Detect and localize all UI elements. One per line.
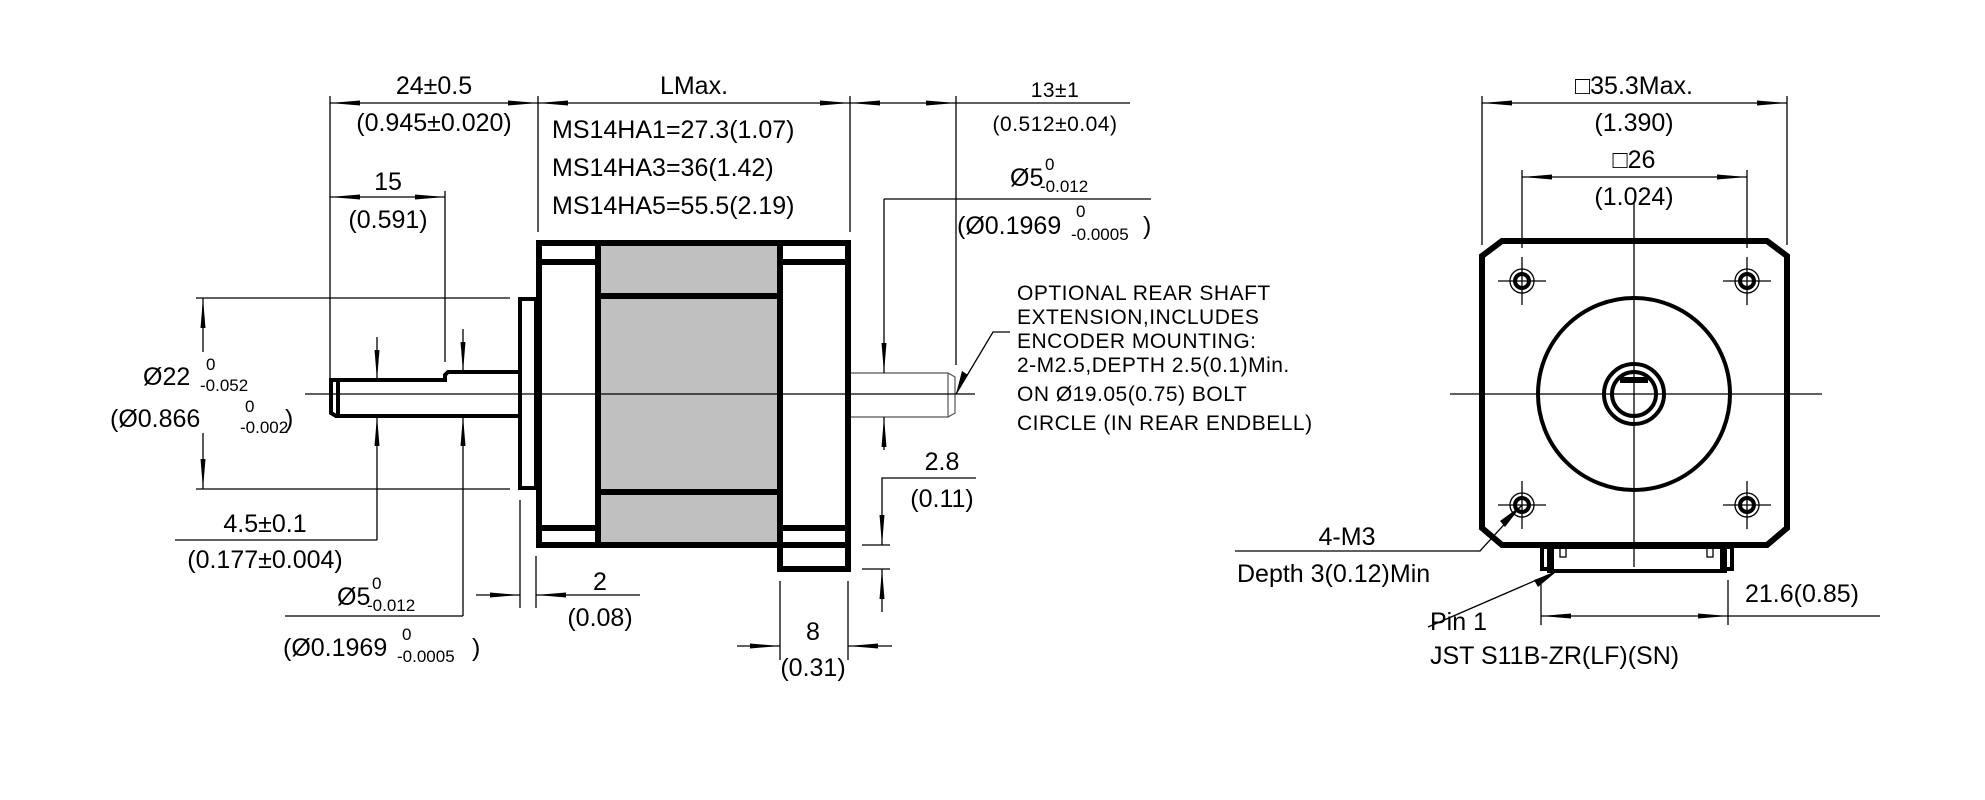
dim-shaft-length-inch: (0.945±0.020): [356, 109, 512, 137]
front-view: □35.3Max. (1.390) □26 (1.024) 4-M3 Depth…: [1235, 72, 1880, 670]
svg-text:-0.0005: -0.0005: [397, 647, 455, 666]
motor-frame-outline: [1479, 238, 1790, 548]
pilot-circle: [1536, 296, 1732, 492]
rear-shaft: [851, 372, 956, 418]
dim-hole-spacing: □26: [1613, 146, 1656, 174]
connector-part-note: JST S11B-ZR(LF)(SN): [1430, 642, 1679, 670]
connector-pin-note: Pin 1: [1430, 608, 1487, 636]
svg-text:Ø5: Ø5: [337, 583, 370, 611]
svg-text:EXTENSION,INCLUDES: EXTENSION,INCLUDES: [1017, 306, 1259, 329]
dim-flat-depth: 4.5±0.1: [223, 510, 306, 538]
svg-text:ON Ø19.05(0.75) BOLT: ON Ø19.05(0.75) BOLT: [1017, 383, 1247, 406]
svg-text:-0.0005: -0.0005: [1071, 225, 1129, 244]
dim-frame-size: □35.3Max.: [1575, 72, 1693, 100]
mounting-hole: [1498, 257, 1546, 305]
dim-flat-depth-inch: (0.177±0.004): [187, 546, 343, 574]
svg-text:0: 0: [402, 625, 411, 644]
model-ms14ha1: MS14HA1=27.3(1.07): [552, 116, 795, 144]
svg-text:OPTIONAL REAR SHAFT: OPTIONAL REAR SHAFT: [1017, 282, 1271, 305]
jst-connector: [1540, 545, 1734, 573]
svg-text:0: 0: [1076, 202, 1085, 221]
dim-pilot-height: 2: [593, 568, 607, 596]
svg-text:-0.012: -0.012: [367, 596, 415, 615]
model-ms14ha3: MS14HA3=36(1.42): [552, 154, 774, 182]
svg-text:): ): [472, 634, 480, 662]
dim-endbell-offset-inch: (0.11): [910, 485, 973, 513]
svg-text:(Ø0.866: (Ø0.866: [110, 405, 200, 433]
dim-hole-spacing-inch: (1.024): [1594, 183, 1673, 211]
svg-text:CIRCLE (IN REAR ENDBELL): CIRCLE (IN REAR ENDBELL): [1017, 412, 1313, 435]
svg-text:-0.052: -0.052: [200, 376, 248, 395]
svg-text:2-M2.5,DEPTH 2.5(0.1)Min.: 2-M2.5,DEPTH 2.5(0.1)Min.: [1017, 354, 1290, 377]
dim-pilot-height-inch: (0.08): [567, 604, 632, 632]
dim-flat-length: 15: [374, 168, 402, 196]
svg-text:0: 0: [1045, 155, 1054, 174]
holes-note: 4-M3: [1319, 523, 1376, 551]
dim-front-diameter: Ø5 0 -0.012 (Ø0.1969 0 -0.0005 ): [283, 574, 480, 666]
dim-rear-shaft: 13±1: [1031, 79, 1080, 102]
dim-endbell-width: 8: [806, 618, 820, 646]
svg-text:(Ø0.1969: (Ø0.1969: [957, 212, 1061, 240]
model-ms14ha5: MS14HA5=55.5(2.19): [552, 192, 795, 220]
svg-text:0: 0: [206, 355, 215, 374]
motor-body: [536, 240, 851, 572]
dim-endbell-width-inch: (0.31): [780, 654, 845, 682]
holes-depth-note: Depth 3(0.12)Min: [1237, 560, 1430, 588]
front-shaft: [329, 370, 518, 418]
dim-connector-width: 21.6(0.85): [1745, 580, 1859, 608]
dim-shaft-length: 24±0.5: [396, 72, 472, 100]
svg-text:0: 0: [245, 397, 254, 416]
svg-text:Ø22: Ø22: [143, 363, 190, 391]
side-view: 24±0.5 (0.945±0.020) 15 (0.591) LMax. MS…: [110, 72, 1313, 682]
svg-text:ENCODER MOUNTING:: ENCODER MOUNTING:: [1017, 330, 1257, 353]
mounting-hole: [1723, 481, 1771, 529]
svg-text:): ): [285, 405, 293, 433]
svg-text:0: 0: [372, 574, 381, 593]
dim-rear-shaft-inch: (0.512±0.04): [993, 113, 1118, 136]
hub-circle: [1602, 362, 1666, 426]
dim-pilot-diameter: Ø22 0 -0.052 (Ø0.866 0 -0.002 ): [110, 355, 293, 437]
dim-endbell-offset: 2.8: [925, 448, 960, 476]
dim-rear-diameter: Ø5 0 -0.012 (Ø0.1969 0 -0.0005 ): [957, 155, 1151, 244]
dim-body-length: LMax.: [660, 72, 728, 100]
svg-text:): ): [1143, 212, 1151, 240]
rear-shaft-note: OPTIONAL REAR SHAFT EXTENSION,INCLUDES E…: [1017, 282, 1313, 435]
dim-frame-size-inch: (1.390): [1594, 109, 1673, 137]
mounting-hole: [1723, 257, 1771, 305]
svg-text:(Ø0.1969: (Ø0.1969: [283, 634, 387, 662]
svg-text:Ø5: Ø5: [1010, 164, 1043, 192]
svg-text:-0.002: -0.002: [240, 418, 288, 437]
dim-flat-length-inch: (0.591): [348, 206, 427, 234]
svg-text:-0.012: -0.012: [1040, 177, 1088, 196]
shaft-circle: [1610, 370, 1658, 418]
